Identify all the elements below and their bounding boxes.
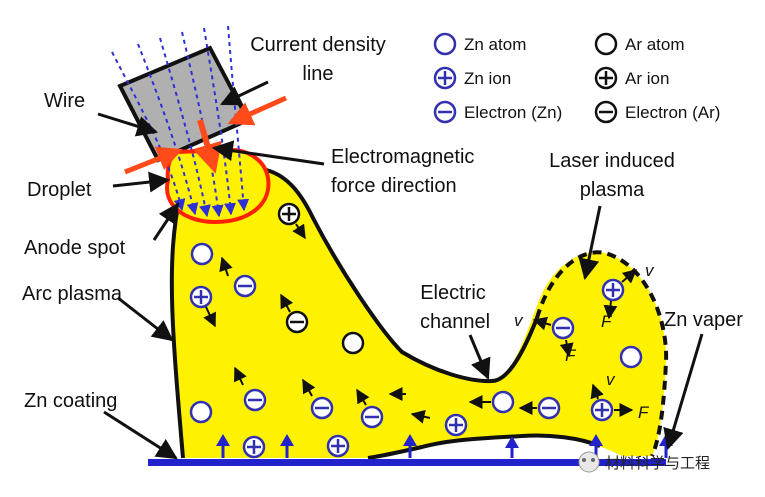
- zn-ion: [189, 285, 213, 309]
- watermark-text: 材料科学与工程: [605, 454, 710, 472]
- legend-electron-ar-label: Electron (Ar): [625, 103, 720, 122]
- legend-zn-atom: Zn atom: [433, 32, 526, 56]
- droplet: [165, 147, 271, 225]
- electron-zn: [233, 274, 257, 298]
- anode-spot-label: Anode spot: [24, 237, 126, 259]
- force-label: F: [638, 403, 650, 422]
- watermark: 材料科学与工程: [578, 451, 710, 473]
- legend-ar-atom-label: Ar atom: [625, 35, 685, 54]
- zn-vapor-arrows: [216, 434, 673, 458]
- leader-arrows: [97, 80, 704, 460]
- em-force-label-line2: force direction: [331, 175, 457, 197]
- current-density-label-line2: line: [302, 63, 333, 85]
- zn-atom: [491, 390, 515, 414]
- zn-vaper-label: Zn vaper: [664, 309, 743, 331]
- zn-ion: [590, 398, 614, 422]
- velocity-label: v: [606, 370, 616, 389]
- motion-arrows: [203, 223, 638, 424]
- annotation-labels: Current density line Wire Droplet Anode …: [22, 34, 743, 412]
- legend-zn-ion: Zn ion: [433, 66, 511, 90]
- zn-atom: [190, 242, 214, 266]
- legend-zn-atom-label: Zn atom: [464, 35, 526, 54]
- arc-plasma-region: [171, 168, 667, 459]
- zn-atom: [189, 400, 213, 424]
- electron-zn: [360, 405, 384, 429]
- electric-channel-lower-edge: [367, 433, 601, 460]
- laser-plasma-label-line2: plasma: [580, 179, 645, 201]
- arc-plasma-outline: [178, 166, 539, 384]
- electric-channel-label-line2: channel: [420, 311, 490, 333]
- force-label: F: [601, 312, 613, 331]
- particles: [189, 202, 643, 459]
- ar-atom: [341, 331, 365, 355]
- electron-zn: [310, 396, 334, 420]
- zn-atom: [619, 345, 643, 369]
- droplet-label: Droplet: [27, 179, 92, 201]
- legend-ar-ion-label: Ar ion: [625, 69, 669, 88]
- arc-plasma-label: Arc plasma: [22, 283, 123, 305]
- legend-electron-zn: Electron (Zn): [433, 100, 562, 124]
- zn-ion: [326, 434, 350, 458]
- zn-coating-substrate: [148, 459, 666, 466]
- velocity-label: v: [514, 311, 524, 330]
- electron-zn: [551, 316, 575, 340]
- velocity-label: v: [645, 261, 655, 280]
- legend: Zn atom Ar atom Zn ion Ar ion Electron (…: [433, 32, 720, 124]
- legend-ar-atom: Ar atom: [594, 32, 685, 56]
- legend-electron-ar: Electron (Ar): [594, 100, 720, 124]
- electron-ar: [285, 310, 309, 334]
- electron-zn: [243, 388, 267, 412]
- legend-electron-zn-label: Electron (Zn): [464, 103, 562, 122]
- zn-ion: [242, 435, 266, 459]
- zn-ion: [601, 278, 625, 302]
- legend-zn-ion-label: Zn ion: [464, 69, 511, 88]
- current-density-label-line1: Current density: [250, 34, 386, 56]
- vector-labels: v F v F v F: [514, 261, 655, 422]
- electromagnetic-force-arrows: [124, 95, 288, 175]
- electric-channel-label-line1: Electric: [420, 282, 486, 304]
- zn-ion: [444, 413, 468, 437]
- ar-ion: [277, 202, 301, 226]
- zn-coating-label: Zn coating: [24, 390, 117, 412]
- electron-zn: [537, 396, 561, 420]
- wire-label: Wire: [44, 90, 85, 112]
- em-force-label-line1: Electromagnetic: [331, 146, 474, 168]
- legend-ar-ion: Ar ion: [594, 66, 669, 90]
- laser-plasma-outline: [535, 250, 669, 457]
- force-label: F: [565, 346, 577, 365]
- laser-plasma-label-line1: Laser induced: [549, 150, 675, 172]
